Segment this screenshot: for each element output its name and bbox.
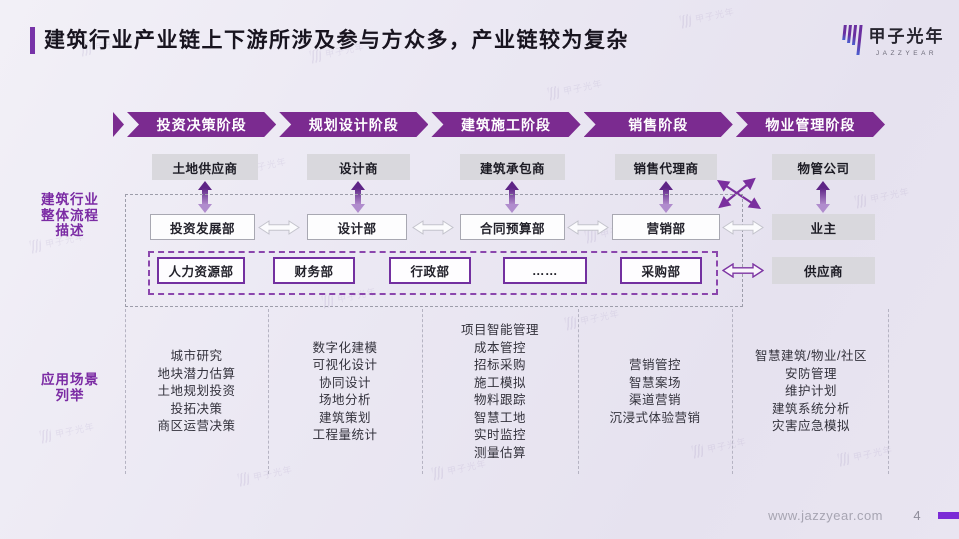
external-party-designer: 设计商: [307, 154, 410, 180]
process-dashed-frame: [125, 194, 743, 307]
watermark-bars-icon: [854, 193, 868, 209]
double-arrow-icon: [412, 220, 454, 235]
watermark-text: 甲子光年: [869, 186, 911, 205]
application-item: 投拓决策: [170, 401, 223, 416]
applications-construction: 项目智能管理成本管控招标采购施工模拟物料跟踪智慧工地实时监控测量估算: [424, 310, 576, 474]
external-party-land-supplier: 土地供应商: [152, 154, 258, 180]
application-item: 沉浸式体验营销: [609, 410, 701, 425]
vertical-double-arrow-icon: [659, 181, 673, 213]
application-item: 测量估算: [473, 445, 526, 460]
application-item: 灾害应急模拟: [771, 419, 850, 434]
external-party-property-company: 物管公司: [772, 154, 875, 180]
application-item: 地块潜力估算: [157, 366, 236, 381]
dept-design: 设计部: [307, 214, 407, 240]
watermark-text: 甲子光年: [562, 78, 604, 97]
watermark-bars-icon: [29, 238, 43, 254]
application-item: 场地分析: [318, 393, 371, 407]
stage-property-management: 物业管理阶段: [736, 112, 885, 137]
double-arrow-icon: [567, 220, 609, 235]
double-arrow-purple-icon: [722, 263, 764, 278]
application-item: 协同设计: [318, 375, 371, 390]
external-party-sales-agent: 销售代理商: [615, 154, 717, 180]
watermark-bars-icon: [679, 13, 693, 29]
application-item: 智慧案场: [628, 375, 681, 390]
column-separator: [268, 309, 269, 474]
entity-owner: 业主: [772, 214, 875, 240]
stage-construction: 建筑施工阶段: [431, 112, 580, 137]
vertical-double-arrow-icon: [351, 181, 365, 213]
dept-procurement: 采购部: [620, 257, 702, 284]
double-arrow-icon: [722, 220, 764, 235]
application-item: 智慧工地: [473, 410, 526, 425]
double-arrow-icon: [258, 220, 300, 235]
logo-subtitle: JAZZYEAR: [875, 50, 938, 57]
application-item: 营销管控: [628, 358, 681, 372]
application-item: 施工模拟: [473, 375, 526, 390]
vertical-double-arrow-icon: [505, 181, 519, 213]
logo-bars-icon: [842, 25, 863, 55]
application-item: 城市研究: [170, 349, 223, 364]
column-separator: [888, 309, 889, 474]
vertical-double-arrow-icon: [816, 181, 830, 213]
entity-supplier: 供应商: [772, 257, 875, 284]
applications-investment: 城市研究地块潜力估算土地规划投资投拓决策商区运营决策: [127, 310, 266, 474]
watermark-text: 甲子光年: [694, 6, 736, 25]
applications-property: 智慧建筑/物业/社区安防管理维护计划建筑系统分析灾害应急模拟: [736, 310, 886, 474]
application-item: 工程量统计: [312, 428, 378, 442]
application-item: 招标采购: [473, 358, 526, 372]
watermark-bars-icon: [547, 85, 561, 101]
dept-ellipsis: ……: [503, 257, 587, 284]
logo-text-block: 甲子光年 JAZZYEAR: [869, 22, 945, 57]
application-item: 建筑策划: [318, 410, 371, 425]
application-item: 物料跟踪: [473, 393, 526, 407]
column-separator: [578, 309, 579, 474]
column-separator: [125, 309, 126, 474]
application-item: 可视化设计: [312, 358, 378, 372]
dept-administration: 行政部: [389, 257, 471, 284]
applications-sales: 营销管控智慧案场渠道营销沉浸式体验营销: [580, 310, 730, 474]
applications-design: 数字化建模可视化设计协同设计场地分析建筑策划工程量统计: [270, 310, 420, 474]
application-item: 实时监控: [473, 428, 526, 442]
application-item: 商区运营决策: [157, 419, 236, 434]
watermark: 甲子光年: [854, 184, 911, 209]
application-item: 成本管控: [473, 340, 526, 355]
vertical-double-arrow-icon: [198, 181, 212, 213]
application-item: 智慧建筑/物业/社区: [755, 349, 867, 364]
column-separator: [422, 309, 423, 474]
watermark-bars-icon: [39, 428, 53, 444]
label-process-description: 建筑行业 整体流程 描述: [41, 192, 99, 238]
dept-finance: 财务部: [273, 257, 355, 284]
application-item: 安防管理: [784, 366, 837, 381]
footer-website: www.jazzyear.com: [768, 508, 883, 523]
watermark: 甲子光年: [39, 419, 96, 444]
stage-band-lead-arrow-icon: [113, 112, 124, 137]
application-item: 渠道营销: [628, 393, 681, 407]
label-application-scenarios: 应用场景 列举: [41, 372, 99, 403]
stage-sales: 销售阶段: [584, 112, 733, 137]
footer-accent-bar: [938, 512, 959, 519]
application-item: 维护计划: [784, 384, 837, 399]
title-accent-bar: [30, 27, 35, 54]
dept-human-resources: 人力资源部: [157, 257, 245, 284]
support-departments-dashed-frame: [148, 251, 718, 295]
application-item: 土地规划投资: [157, 384, 236, 399]
column-separator: [732, 309, 733, 474]
stage-investment-decision: 投资决策阶段: [127, 112, 276, 137]
external-party-contractor: 建筑承包商: [460, 154, 565, 180]
footer-page-number: 4: [913, 508, 921, 523]
application-item: 项目智能管理: [460, 323, 539, 337]
watermark: 甲子光年: [679, 4, 736, 29]
dept-marketing: 营销部: [612, 214, 720, 240]
brand-logo: 甲子光年 JAZZYEAR: [842, 22, 945, 57]
dept-investment-development: 投资发展部: [150, 214, 255, 240]
watermark-text: 甲子光年: [54, 421, 96, 440]
application-item: 数字化建模: [312, 340, 378, 355]
logo-brand-name: 甲子光年: [868, 27, 945, 46]
application-item: 建筑系统分析: [771, 401, 850, 416]
stage-band: 投资决策阶段 规划设计阶段 建筑施工阶段 销售阶段 物业管理阶段: [113, 112, 885, 137]
stage-planning-design: 规划设计阶段: [279, 112, 428, 137]
page-title: 建筑行业产业链上下游所涉及参与方众多，产业链较为复杂: [44, 29, 629, 52]
watermark: 甲子光年: [547, 76, 604, 101]
dept-contract-budget: 合同预算部: [460, 214, 565, 240]
